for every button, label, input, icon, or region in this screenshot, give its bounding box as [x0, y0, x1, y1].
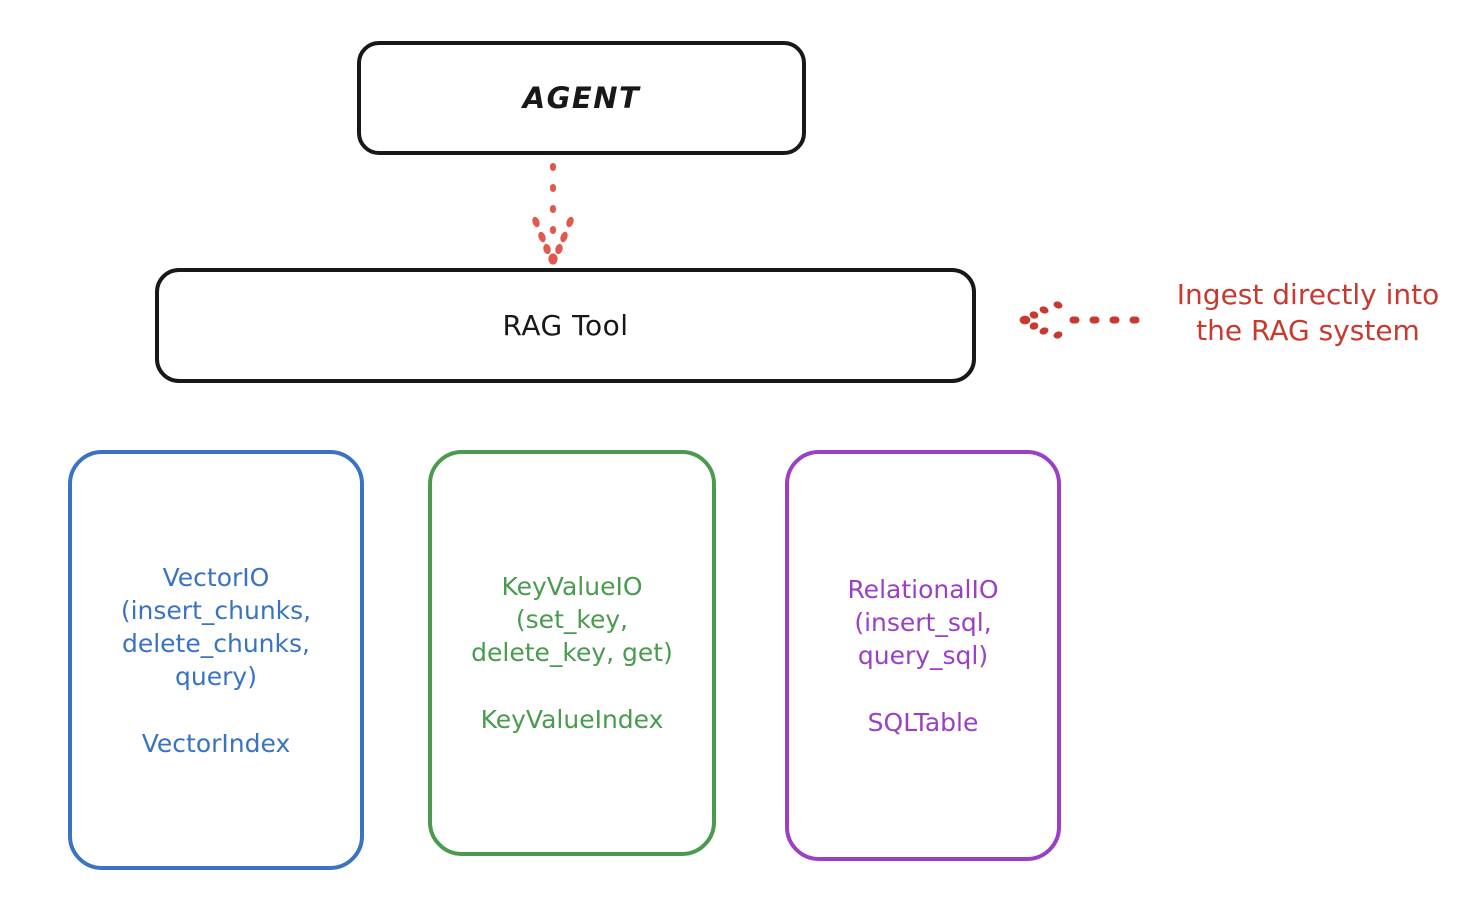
edge-agent-to-rag-tool-arrowhead	[532, 216, 574, 265]
annotation-ingest-directly: Ingest directly into the RAG system	[1176, 278, 1440, 347]
node-relational-io[interactable]: RelationalIO (insert_sql, query_sql) SQL…	[785, 450, 1061, 861]
node-rag-tool[interactable]: RAG Tool	[155, 268, 976, 383]
node-relational-io-index-label: SQLTable	[867, 707, 979, 737]
node-agent-label: AGENT	[522, 81, 641, 115]
node-key-value-io-index-label: KeyValueIndex	[480, 705, 664, 734]
node-key-value-io[interactable]: KeyValueIO (set_key, delete_key, get) Ke…	[428, 450, 716, 856]
edge-agent-to-rag-tool	[532, 163, 574, 265]
node-vector-io-api-label: VectorIO (insert_chunks, delete_chunks, …	[120, 562, 312, 691]
node-vector-io-index-label: VectorIndex	[141, 728, 291, 758]
node-key-value-io-api-label: KeyValueIO (set_key, delete_key, get)	[471, 572, 673, 667]
node-rag-tool-label: RAG Tool	[502, 309, 629, 342]
node-agent[interactable]: AGENT	[357, 41, 806, 155]
edge-ingest-to-rag-tool	[1019, 301, 1140, 339]
edge-ingest-to-rag-tool-arrowhead	[1019, 301, 1063, 339]
node-vector-io[interactable]: VectorIO (insert_chunks, delete_chunks, …	[68, 450, 364, 870]
node-relational-io-api-label: RelationalIO (insert_sql, query_sql)	[847, 574, 999, 670]
